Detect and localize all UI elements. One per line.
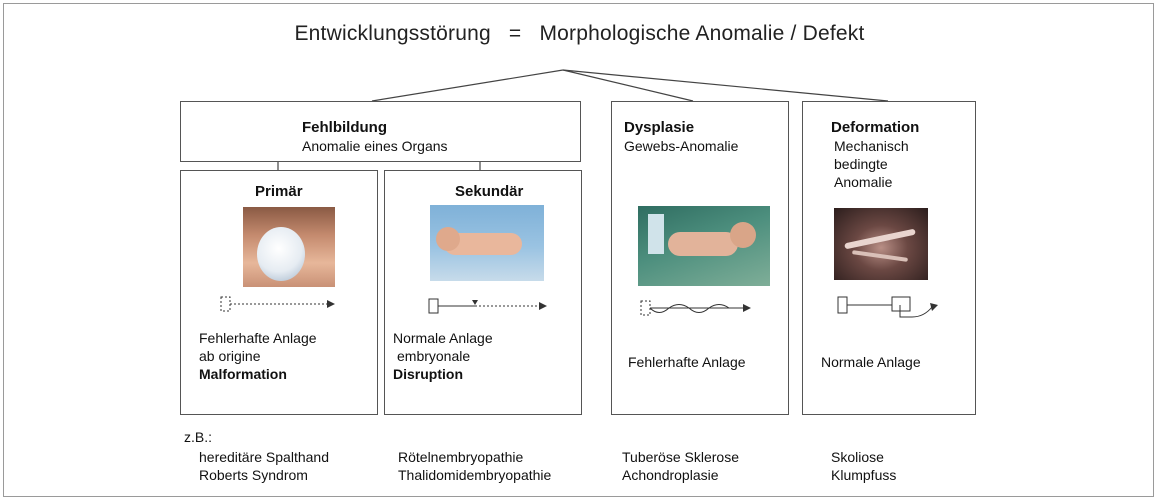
example-col3-item1: Tuberöse Sklerose [622,448,739,466]
deformation-heading: Deformation [831,119,919,137]
example-col4-item1: Skoliose [831,448,884,466]
dysplasie-line1: Fehlerhafte Anlage [628,353,746,371]
deformation-box: Deformation Mechanisch bedingte Anomalie… [802,101,976,415]
example-col1-item1: hereditäre Spalthand [199,448,329,466]
sekundaer-box: Sekundär Normale Anlage embryonale Disru… [384,170,582,415]
primaer-term: Malformation [199,365,287,383]
primaer-arrow-symbol [219,294,339,314]
dysplasie-box: Dysplasie Gewebs-Anomalie Fehlerhafte An… [611,101,789,415]
connector-fehlbildung [372,70,563,101]
deformation-sub1: Mechanisch [834,137,909,155]
primaer-heading: Primär [255,183,303,201]
deformation-line1: Normale Anlage [821,353,921,371]
deformation-sub2: bedingte [834,155,888,173]
example-col4-item2: Klumpfuss [831,466,896,484]
dysplasie-photo [638,206,770,286]
sekundaer-heading: Sekundär [455,183,523,201]
fehlbildung-heading: Fehlbildung [302,119,387,137]
connector-deformation [563,70,888,101]
diagram-title: Entwicklungsstörung = Morphologische Ano… [0,22,1159,46]
sekundaer-term: Disruption [393,365,463,383]
primaer-line1: Fehlerhafte Anlage [199,329,317,347]
dysplasie-heading: Dysplasie [624,119,694,137]
deformation-arrow-symbol [836,293,946,321]
title-left: Entwicklungsstörung [294,22,490,45]
deformation-sub3: Anomalie [834,173,892,191]
sekundaer-line2: embryonale [397,347,470,365]
dysplasie-sub: Gewebs-Anomalie [624,137,738,155]
example-col3-item2: Achondroplasie [622,466,719,484]
example-col2-item2: Thalidomidembryopathie [398,466,551,484]
sekundaer-arrow-symbol [427,296,552,316]
fehlbildung-sub: Anomalie eines Organs [302,137,448,155]
primaer-line2: ab origine [199,347,261,365]
dysplasie-arrow-symbol [639,297,754,323]
title-equals: = [509,22,521,46]
examples-label: z.B.: [184,428,212,446]
primaer-photo [243,207,335,287]
example-col1-item2: Roberts Syndrom [199,466,308,484]
fehlbildung-box: Fehlbildung Anomalie eines Organs [180,101,581,162]
title-right: Morphologische Anomalie / Defekt [539,22,864,45]
deformation-photo [834,208,928,280]
example-col2-item1: Rötelnembryopathie [398,448,523,466]
sekundaer-photo [430,205,544,281]
connector-dysplasie [563,70,693,101]
primaer-box: Primär Fehlerhafte Anlage ab origine Mal… [180,170,378,415]
sekundaer-line1: Normale Anlage [393,329,493,347]
